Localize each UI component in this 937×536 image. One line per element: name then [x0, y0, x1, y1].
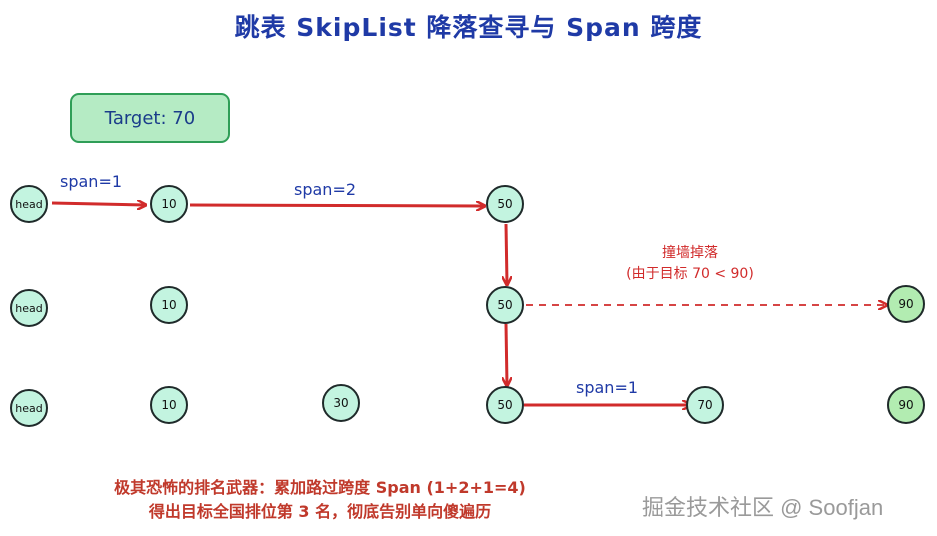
node-mid-head: head: [10, 289, 48, 327]
node-mid-90: 90: [887, 285, 925, 323]
node-bot-30: 30: [322, 384, 360, 422]
footer-line1: 极其恐怖的排名武器：累加路过跨度 Span (1+2+1=4): [114, 478, 526, 497]
node-top-50: 50: [486, 185, 524, 223]
node-mid-50: 50: [486, 286, 524, 324]
target-box: Target: 70: [70, 93, 230, 143]
arrow-50-drop-1: [506, 223, 507, 284]
node-bot-90: 90: [887, 386, 925, 424]
target-label: Target: 70: [104, 107, 196, 129]
diagram-title: 跳表 SkipList 降落查寻与 Span 跨度: [234, 13, 703, 42]
footer-line2: 得出目标全国排位第 3 名，彻底告别单向傻遍历: [148, 502, 492, 521]
span-label-head-10: span=1: [60, 172, 123, 191]
node-bot-50: 50: [486, 386, 524, 424]
node-mid-10: 10: [150, 286, 188, 324]
span-label-10-50: span=2: [294, 180, 357, 199]
node-bot-head: head: [10, 389, 48, 427]
drop-note-line1: 撞墙掉落: [662, 245, 718, 261]
footer-note: 极其恐怖的排名武器：累加路过跨度 Span (1+2+1=4) 得出目标全国排位…: [40, 476, 600, 524]
node-top-10: 10: [150, 185, 188, 223]
drop-note-line2: (由于目标 70 < 90): [626, 266, 754, 282]
arrow-50-drop-2: [506, 323, 507, 385]
span-label-50-70: span=1: [576, 378, 639, 397]
drop-note: 撞墙掉落 (由于目标 70 < 90): [600, 243, 780, 285]
node-bot-10: 10: [150, 386, 188, 424]
node-bot-70: 70: [686, 386, 724, 424]
node-top-head: head: [10, 185, 48, 223]
arrow-10-to-50-top: [189, 205, 484, 206]
arrow-head-to-10: [51, 203, 145, 205]
watermark: 掘金技术社区 @ Soofjan: [642, 495, 884, 520]
